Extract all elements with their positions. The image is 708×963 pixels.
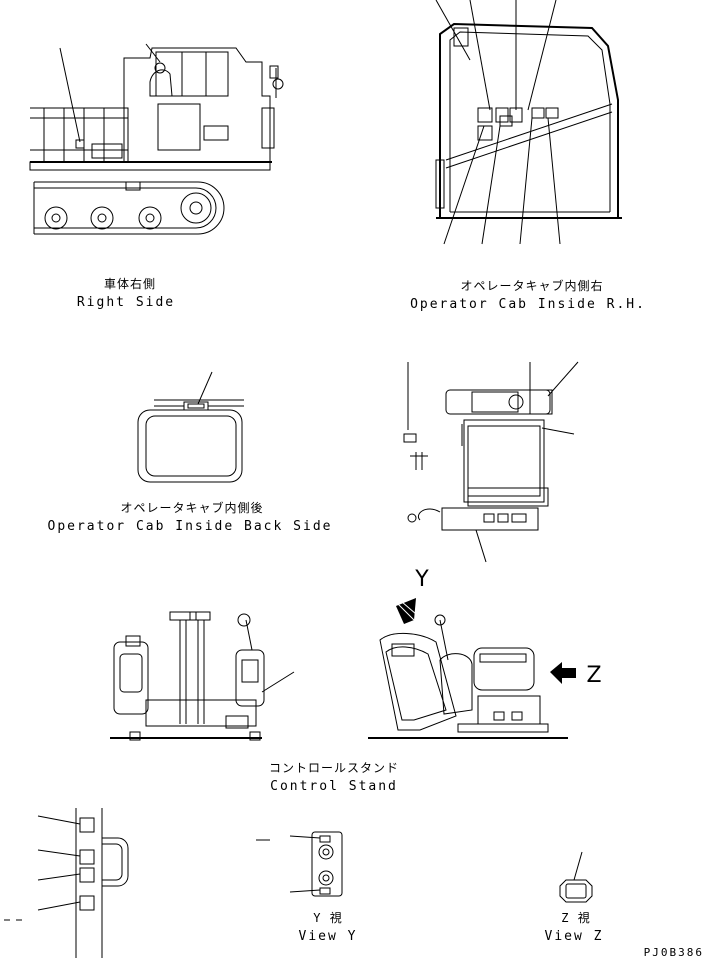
arrow-z-icon <box>550 662 576 684</box>
view-y-title: View Y <box>299 929 358 944</box>
view-z-title: View Z <box>545 929 604 944</box>
view-z-illustration <box>559 851 593 903</box>
right-side-illustration <box>29 43 284 235</box>
right-side-title: Right Side <box>77 295 175 310</box>
marker-z: Z <box>586 663 601 688</box>
drawing-number: PJ0B386 <box>644 946 704 958</box>
marker-y: Y <box>414 567 429 592</box>
handrail-detail-illustration <box>4 808 129 958</box>
cab-rh-title-jp: オペレータキャブ内側右 <box>460 278 603 293</box>
control-stand-title-jp: コントロールスタンド <box>269 761 399 775</box>
cab-back-illustration <box>137 371 244 483</box>
cab-back-title: Operator Cab Inside Back Side <box>48 519 333 534</box>
cab-inside-rh-illustration <box>435 0 622 245</box>
view-y-illustration <box>256 831 343 897</box>
view-z-title-jp: Z 視 <box>561 910 590 925</box>
control-stand-left-illustration <box>110 611 295 741</box>
console-illustration <box>403 361 579 563</box>
cab-back-title-jp: オペレータキャブ内側後 <box>120 500 263 515</box>
view-y-title-jp: Y 視 <box>313 910 342 925</box>
right-side-title-jp: 車体右側 <box>104 276 156 291</box>
control-stand-right-illustration <box>368 614 568 739</box>
control-stand-title: Control Stand <box>270 779 398 794</box>
cab-rh-title: Operator Cab Inside R.H. <box>410 297 646 312</box>
